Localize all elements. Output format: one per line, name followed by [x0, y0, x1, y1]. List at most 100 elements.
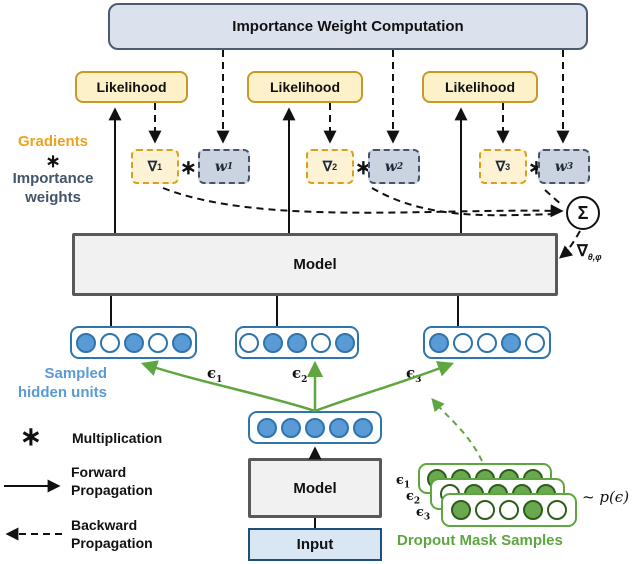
hidden-units-row-2 [235, 326, 359, 359]
unit-filled [329, 417, 349, 438]
unit-empty [547, 500, 567, 520]
sigma-icon: Σ [577, 202, 589, 223]
sampled-line1: Sampled [44, 365, 107, 382]
nabla-3: ∇ [495, 158, 506, 174]
model-bottom-label: Model [293, 479, 337, 497]
dashed-grad2-to-sum [371, 187, 559, 217]
dropout-mask-3 [441, 493, 577, 527]
nabla-1: ∇ [147, 158, 158, 174]
distribution-label: ~ p(ϵ) [582, 488, 630, 506]
gradient-box-1: ∇1 [131, 149, 179, 184]
input-box: Input [248, 528, 382, 561]
sum-node: Σ [566, 196, 600, 230]
unit-filled [257, 417, 277, 438]
w-2-sub: 2 [396, 161, 404, 172]
eps2: ϵ [292, 364, 302, 382]
importance-weight-computation-box: Importance Weight Computation [108, 3, 588, 50]
unit-filled [305, 417, 325, 438]
model-main-label: Model [293, 256, 337, 273]
gradient-box-2: ∇2 [306, 149, 354, 184]
unit-filled [75, 332, 96, 353]
unit-filled [171, 332, 192, 353]
epsilon-label-1: ϵ1 [207, 364, 222, 385]
backward-line2: Propagation [71, 534, 153, 551]
likelihood-label-2: Likelihood [270, 79, 340, 95]
w-3: w [554, 158, 567, 175]
multiply-icon-annotation: ∗ [45, 150, 61, 171]
unit-filled [523, 500, 543, 520]
unit-filled [335, 332, 355, 353]
total-gradient-label: ∇θ,φ [577, 241, 602, 262]
legend-forward-label: Forward Propagation [71, 464, 153, 499]
unit-empty [477, 332, 497, 353]
epsilon-label-2: ϵ2 [292, 364, 307, 385]
eps1-sub: 1 [216, 375, 223, 385]
green-arrow-eps1 [140, 360, 316, 413]
w-1-sub: 1 [226, 161, 234, 172]
gradient-box-3: ∇3 [479, 149, 527, 184]
unit-empty [453, 332, 473, 353]
legend-multiplication-label: Multiplication [72, 430, 163, 446]
mask-eps3: ϵ [416, 505, 424, 520]
mask-eps3-sub: 3 [423, 512, 431, 523]
eps2-sub: 2 [301, 375, 308, 385]
mask-eps2-sub: 2 [413, 496, 421, 507]
unit-empty [525, 332, 545, 353]
unit-empty [475, 500, 495, 520]
legend-backward-label: Backward Propagation [71, 517, 153, 552]
mask-eps1: ϵ [396, 473, 404, 488]
likelihood-box-1: Likelihood [75, 71, 188, 103]
importance-label: Importance [12, 169, 94, 187]
unit-filled [429, 332, 449, 353]
w-3-sub: 3 [566, 161, 574, 172]
green-dashed-mask-to-eps [431, 398, 483, 462]
hidden-units-row-1 [70, 326, 197, 359]
dashed-grad3-to-sum [544, 189, 563, 206]
eps3-sub: 3 [415, 375, 422, 385]
gradients-label: Gradients [17, 133, 89, 150]
likelihood-label-1: Likelihood [96, 79, 167, 95]
unit-empty [99, 332, 120, 353]
dashed-grad1-to-sum [162, 187, 564, 218]
mask-epsilon-label-2: ϵ2 [406, 489, 420, 507]
w-1: w [214, 158, 227, 175]
unit-filled [281, 417, 301, 438]
input-label: Input [296, 536, 334, 553]
unit-filled [287, 332, 307, 353]
nabla-total: ∇ [577, 243, 588, 260]
nabla-1-sub: 1 [157, 161, 163, 172]
mask-epsilon-label-1: ϵ1 [396, 473, 410, 491]
unit-empty [311, 332, 331, 353]
mask-eps1-sub: 1 [403, 480, 411, 491]
sampled-line2: hidden units [17, 383, 107, 401]
backward-line1: Backward [71, 517, 138, 533]
unit-filled [451, 500, 471, 520]
nabla-total-sub: θ,φ [587, 252, 602, 263]
importance-weight-computation-label: Importance Weight Computation [232, 18, 464, 35]
mask-eps2: ϵ [406, 489, 414, 504]
epsilon-label-3: ϵ3 [406, 364, 421, 385]
unit-empty [239, 332, 259, 353]
bottom-hidden-units-row [248, 411, 382, 444]
mask-source-arrow [431, 398, 483, 462]
nabla-3-sub: 3 [505, 161, 511, 172]
unit-filled [263, 332, 283, 353]
likelihood-label-3: Likelihood [445, 79, 515, 95]
model-main-box: Model [72, 233, 558, 296]
nabla-2-sub: 2 [332, 161, 338, 172]
unit-filled [123, 332, 144, 353]
green-arrow-eps3 [314, 361, 455, 413]
nabla-2: ∇ [322, 158, 333, 174]
hidden-units-row-3 [423, 326, 551, 359]
sampled-hidden-units-label: Sampled hidden units [0, 365, 107, 403]
eps3: ϵ [406, 364, 416, 382]
unit-filled [353, 417, 373, 438]
eps1: ϵ [207, 364, 217, 382]
mask-epsilon-label-3: ϵ3 [416, 505, 430, 523]
likelihood-box-2: Likelihood [247, 71, 363, 103]
unit-filled [501, 332, 521, 353]
model-bottom-box: Model [248, 458, 382, 518]
likelihood-box-3: Likelihood [422, 71, 538, 103]
